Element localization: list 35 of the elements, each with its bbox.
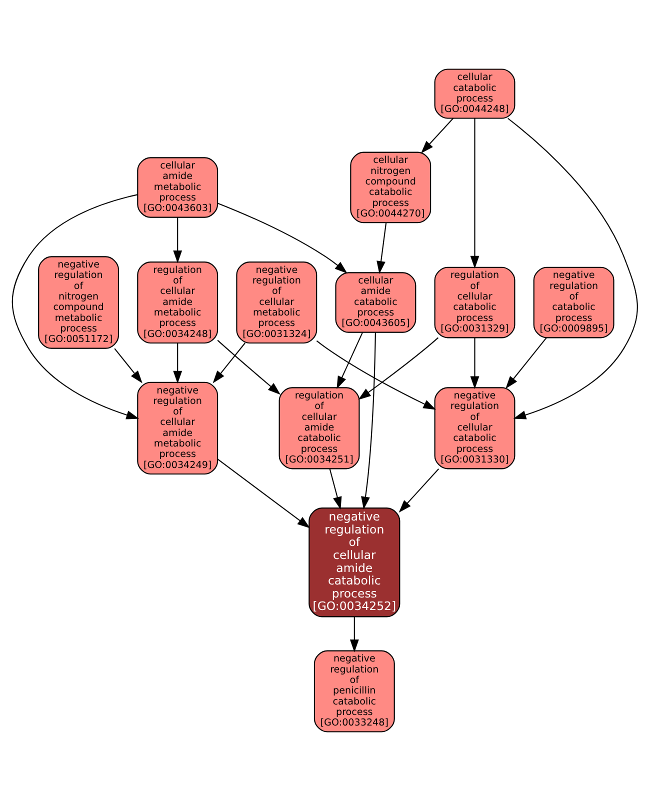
arrow <box>336 332 363 390</box>
arrow <box>173 343 182 384</box>
arrow <box>470 118 480 269</box>
node-box: cellular catabolic process [GO:0044248] <box>434 68 516 119</box>
node-box: cellular nitrogen compound catabolic process [GO:0044270] <box>350 152 432 224</box>
node-box: negative regulation of cellular catabolic process [GO:0031330] <box>434 387 516 470</box>
arrow <box>217 458 310 528</box>
node-box: negative regulation of penicillin catabolic process [GO:0033248] <box>314 650 395 732</box>
node-box: negative regulation of catabolic process [GO:0009895] <box>533 266 614 338</box>
arrow <box>358 337 439 400</box>
node-box: negative regulation of cellular amide metabolic process [GO:0034249] <box>137 382 218 475</box>
arrow <box>398 468 440 513</box>
node-box: regulation of cellular amide metabolic process [GO:0034248] <box>137 262 218 344</box>
arrow <box>217 340 281 395</box>
arrow <box>114 348 142 384</box>
arrow <box>173 217 182 264</box>
arrow <box>420 118 454 154</box>
node-box: negative regulation of nitrogen compound metabolic process [GO:0051172] <box>38 256 120 349</box>
arrow <box>316 340 436 410</box>
arrow <box>470 338 480 390</box>
node-box: negative regulation of cellular amide catabolic process [GO:0034252] <box>308 508 400 618</box>
arrow <box>350 616 359 652</box>
arrow <box>376 222 387 274</box>
arrow <box>329 468 342 510</box>
node-box: cellular amide catabolic process [GO:0043605] <box>335 272 416 333</box>
arrow <box>361 332 376 510</box>
arrow <box>506 337 547 389</box>
node-box: regulation of cellular amide catabolic process [GO:0034251] <box>278 387 360 470</box>
arrow <box>508 118 638 420</box>
arrow <box>217 202 348 274</box>
node-box: negative regulation of cellular metabolic process [GO:0031324] <box>236 262 318 344</box>
node-box: cellular amide metabolic process [GO:0043603] <box>137 157 218 218</box>
arrow <box>12 194 140 420</box>
node-box: regulation of cellular catabolic process [GO:0031329] <box>434 266 516 338</box>
arrow <box>212 342 246 384</box>
